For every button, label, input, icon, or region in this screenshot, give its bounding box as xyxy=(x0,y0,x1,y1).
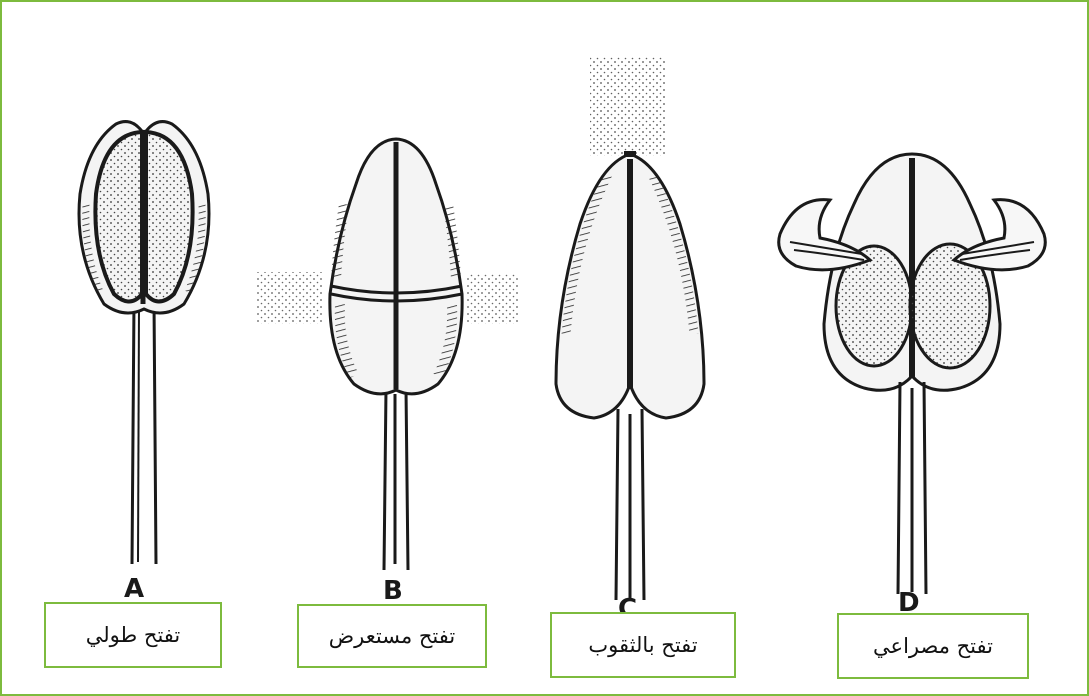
anther-b-label-text: تفتح مستعرض xyxy=(329,624,455,648)
anther-a-label-text: تفتح طولي xyxy=(86,623,181,647)
anther-b-letter: B xyxy=(383,578,403,604)
anther-a-letter: A xyxy=(124,576,144,602)
anther-dehiscence-figure: A B C D تفتح طولي تفتح مستعرض تفتح بالثق… xyxy=(4,4,1089,696)
anther-illustrations xyxy=(4,4,1089,696)
anther-b-drawing xyxy=(256,139,518,570)
anther-a-drawing xyxy=(79,122,209,564)
anther-c-label: تفتح بالثقوب xyxy=(550,612,736,678)
anther-d-drawing xyxy=(779,154,1046,594)
anther-b-label: تفتح مستعرض xyxy=(297,604,487,668)
anther-c-label-text: تفتح بالثقوب xyxy=(588,633,697,657)
anther-a-label: تفتح طولي xyxy=(44,602,222,668)
anther-c-drawing xyxy=(556,56,704,600)
anther-d-label: تفتح مصراعي xyxy=(837,613,1029,679)
anther-d-label-text: تفتح مصراعي xyxy=(873,634,993,658)
